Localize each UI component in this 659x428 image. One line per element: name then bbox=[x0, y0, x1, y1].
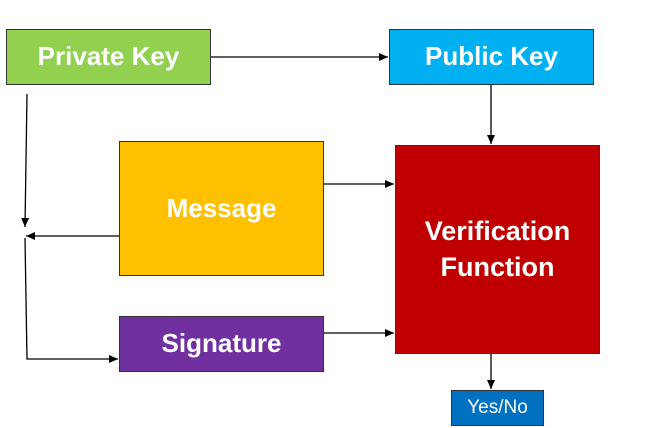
yes-no-label: Yes/No bbox=[467, 396, 528, 418]
public-key-label: Public Key bbox=[425, 41, 558, 72]
private-key-label: Private Key bbox=[37, 41, 180, 72]
private-key-box: Private Key bbox=[6, 29, 211, 85]
signature-box: Signature bbox=[119, 316, 324, 372]
edge-private-key-down bbox=[21, 93, 30, 228]
verification-function-box: Verification Function bbox=[395, 145, 600, 354]
public-key-box: Public Key bbox=[389, 29, 594, 85]
verification-function-label: Verification Function bbox=[424, 216, 571, 282]
edge-junction-to-signature bbox=[24, 237, 118, 363]
yes-no-result-box: Yes/No bbox=[451, 390, 544, 426]
message-label: Message bbox=[166, 192, 277, 223]
signature-label: Signature bbox=[161, 328, 282, 359]
message-box: Message bbox=[119, 141, 324, 276]
